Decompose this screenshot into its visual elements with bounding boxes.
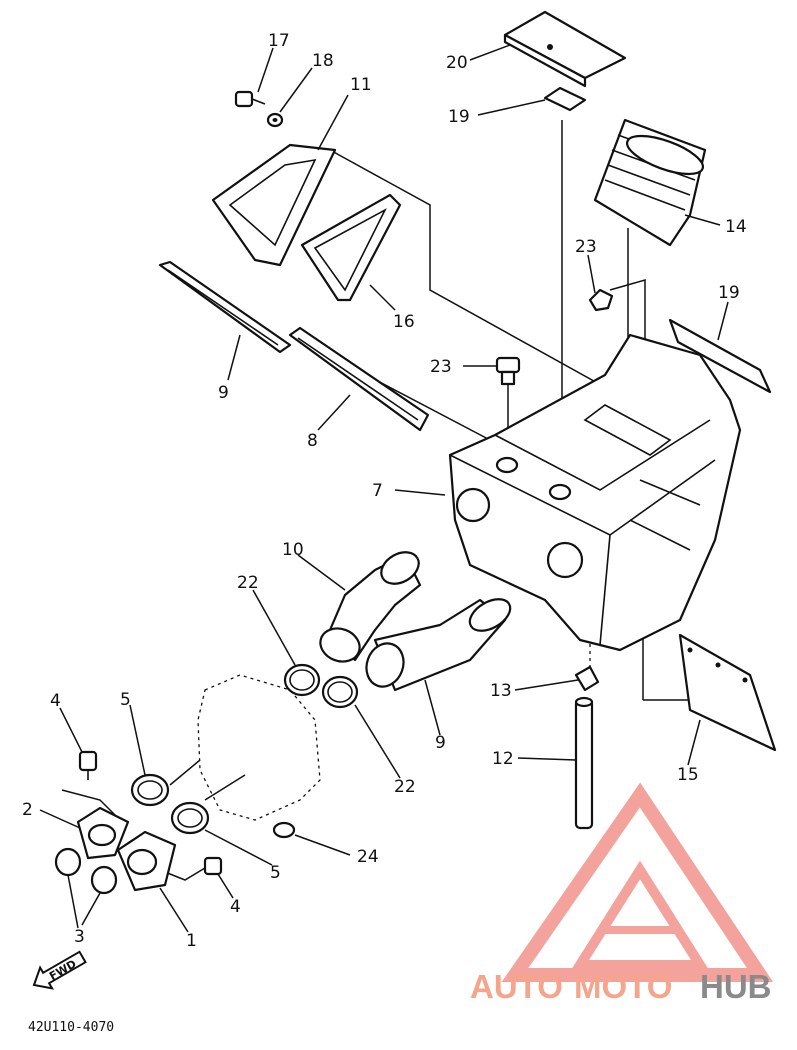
label-9: 9 — [435, 733, 446, 753]
label-14: 14 — [725, 217, 747, 237]
part-24-clip — [272, 821, 296, 839]
watermark-moto: MOTO — [574, 968, 672, 1005]
label-7: 8 — [307, 431, 318, 451]
label-4a: 4 — [50, 691, 61, 711]
part-23-bolt-a — [588, 288, 614, 312]
part-labels: 17 18 11 20 19 14 23 19 16 23 9 8 7 10 2… — [22, 31, 747, 951]
part-22-clamp-b — [321, 675, 359, 709]
label-23a: 23 — [575, 237, 597, 257]
part-13-clip — [574, 665, 600, 692]
part-18-washer — [266, 112, 284, 128]
part-3-oring-a — [54, 847, 82, 877]
part-4-bolt-b — [203, 856, 223, 876]
label-5a: 5 — [120, 690, 131, 710]
label-10: 10 — [282, 540, 304, 560]
part-19-strip — [668, 318, 772, 394]
fwd-arrow-icon: FWD — [32, 950, 87, 990]
part-21-plate — [503, 10, 627, 88]
label-8: 9 — [218, 383, 229, 403]
label-19: 19 — [718, 283, 740, 303]
watermark-hub: HUB — [700, 968, 772, 1005]
watermark-logo — [501, 782, 774, 982]
label-16: 16 — [393, 312, 415, 332]
part-12-hose — [574, 696, 594, 830]
label-17: 17 — [268, 31, 290, 51]
part-3-oring-b — [90, 865, 118, 895]
part-9-joint — [365, 598, 512, 692]
part-23-bolt-b — [495, 356, 521, 386]
part-7-filter — [288, 326, 430, 432]
part-11-frame — [211, 143, 337, 267]
label-1: 1 — [186, 931, 197, 951]
part-1-joint — [116, 830, 177, 892]
part-17-bolt — [234, 90, 266, 108]
label-22b: 22 — [394, 777, 416, 797]
label-12: 12 — [492, 749, 514, 769]
part-2-joint — [76, 806, 130, 860]
part-14-duct — [593, 118, 707, 247]
label-2: 2 — [22, 800, 33, 820]
label-5b: 5 — [270, 863, 281, 883]
part-5-clamp-b — [170, 801, 210, 835]
figure-code: 42U110-4070 — [28, 1020, 114, 1035]
part-4-bolt-a — [78, 750, 98, 780]
label-22a: 22 — [237, 573, 259, 593]
part-20-pad — [543, 86, 587, 112]
label-18: 18 — [312, 51, 334, 71]
carburetor-outline — [197, 674, 321, 821]
watermark-auto: AUTO — [470, 968, 563, 1005]
part-5-clamp-a — [130, 773, 170, 807]
part-8-element — [158, 260, 292, 354]
label-21: 20 — [446, 53, 468, 73]
label-4b: 4 — [230, 897, 241, 917]
label-leaders — [39, 44, 729, 933]
part-22-clamp-a — [283, 663, 321, 697]
watermark-text: AUTO MOTO HUB — [470, 968, 772, 1005]
label-23b: 23 — [430, 357, 452, 377]
part-10-joint — [319, 551, 422, 663]
label-20: 19 — [448, 107, 470, 127]
part-15-plate — [678, 633, 777, 752]
label-11: 11 — [350, 75, 372, 95]
label-24: 24 — [357, 847, 379, 867]
part-16-gasket — [300, 193, 402, 302]
label-3: 3 — [74, 927, 85, 947]
label-15: 15 — [677, 765, 699, 785]
label-6: 7 — [372, 481, 383, 501]
label-13: 13 — [490, 681, 512, 701]
part-6-airbox — [448, 333, 742, 652]
